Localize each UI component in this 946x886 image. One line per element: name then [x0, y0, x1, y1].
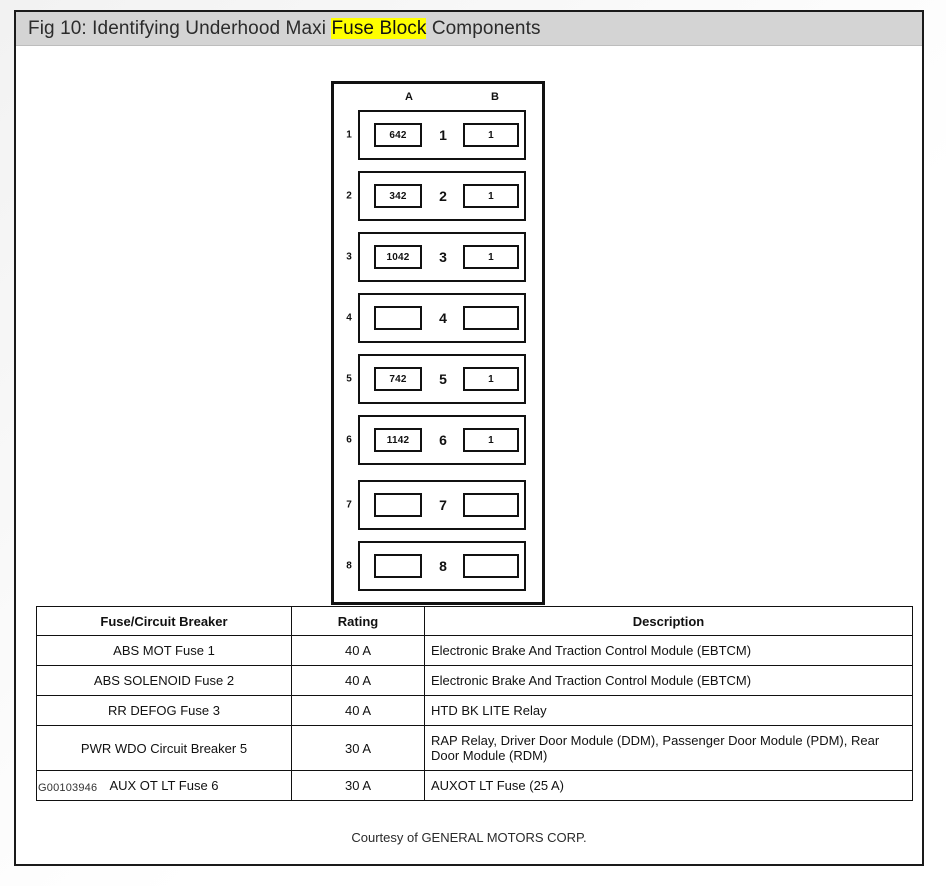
fuse-row-number: 6 — [346, 434, 352, 446]
figure-title-bar: Fig 10: Identifying Underhood Maxi Fuse … — [16, 12, 922, 46]
fuse-row: 2 342 2 1 — [334, 171, 542, 221]
fuse-slot-center: 8 — [439, 558, 447, 574]
fuse-slot-center: 3 — [439, 249, 447, 265]
cell-fuse-name: AUX OT LT Fuse 6 — [36, 770, 292, 801]
fuse-row: 7 7 — [334, 480, 542, 530]
fuse-slot-b — [463, 554, 519, 578]
fuse-row-number: 2 — [346, 190, 352, 202]
document-sheet: Fig 10: Identifying Underhood Maxi Fuse … — [14, 10, 924, 866]
title-highlight: Fuse Block — [331, 17, 427, 39]
cell-description: HTD BK LITE Relay — [424, 695, 913, 726]
fuse-block-diagram: A B 1 642 1 1 2 342 2 1 — [16, 46, 922, 606]
fuse-row: 4 4 — [334, 293, 542, 343]
fuse-slot-b: 1 — [463, 245, 519, 269]
fuse-slot-b: 1 — [463, 184, 519, 208]
table-header-row: Fuse/Circuit Breaker Rating Description — [36, 606, 913, 636]
fuse-slot-a: 1042 — [374, 245, 422, 269]
fuse-specification-table: Fuse/Circuit Breaker Rating Description … — [36, 606, 913, 801]
fuse-slot-b — [463, 493, 519, 517]
fuse-slot-center: 4 — [439, 310, 447, 326]
fuse-block-housing: A B 1 642 1 1 2 342 2 1 — [331, 81, 545, 605]
fuse-row: 5 742 5 1 — [334, 354, 542, 404]
cell-rating: 30 A — [291, 770, 425, 801]
page-title: Fig 10: Identifying Underhood Maxi Fuse … — [16, 17, 541, 40]
fuse-slot-a — [374, 306, 422, 330]
table-row: ABS SOLENOID Fuse 2 40 A Electronic Brak… — [36, 665, 913, 696]
column-header-rating: Rating — [291, 606, 425, 636]
cell-description: RAP Relay, Driver Door Module (DDM), Pas… — [424, 725, 913, 771]
cell-rating: 40 A — [291, 635, 425, 666]
fuse-row-capsule: 1042 3 1 — [358, 232, 526, 282]
fuse-slot-b — [463, 306, 519, 330]
fuse-row-capsule: 642 1 1 — [358, 110, 526, 160]
fuse-slot-b: 1 — [463, 428, 519, 452]
fuse-row-number: 3 — [346, 251, 352, 263]
figure-id-label: G00103946 — [38, 782, 98, 794]
courtesy-line: Courtesy of GENERAL MOTORS CORP. — [351, 830, 587, 845]
fuse-slot-b: 1 — [463, 367, 519, 391]
fuse-slot-center: 2 — [439, 188, 447, 204]
cell-fuse-name: RR DEFOG Fuse 3 — [36, 695, 292, 726]
fuse-slot-a: 642 — [374, 123, 422, 147]
fuse-row-number: 5 — [346, 373, 352, 385]
fuse-slot-a — [374, 493, 422, 517]
fuse-row-capsule: 1142 6 1 — [358, 415, 526, 465]
fuse-row-capsule: 7 — [358, 480, 526, 530]
title-prefix: Fig 10: Identifying Underhood Maxi — [28, 17, 332, 39]
cell-fuse-name: PWR WDO Circuit Breaker 5 — [36, 725, 292, 771]
fuse-slot-a: 342 — [374, 184, 422, 208]
cell-rating: 30 A — [291, 725, 425, 771]
table-row: RR DEFOG Fuse 3 40 A HTD BK LITE Relay — [36, 695, 913, 726]
fuse-row-number: 8 — [346, 560, 352, 572]
fuse-slot-center: 5 — [439, 371, 447, 387]
fuse-slot-a: 742 — [374, 367, 422, 391]
fuse-row-capsule: 4 — [358, 293, 526, 343]
fuse-row: 8 8 — [334, 541, 542, 591]
cell-rating: 40 A — [291, 695, 425, 726]
fuse-slot-center: 6 — [439, 432, 447, 448]
cell-description: Electronic Brake And Traction Control Mo… — [424, 635, 913, 666]
fuse-row: 1 642 1 1 — [334, 110, 542, 160]
fuse-slot-center: 1 — [439, 127, 447, 143]
fuse-row: 6 1142 6 1 — [334, 415, 542, 465]
fuse-row-number: 1 — [346, 129, 352, 141]
cell-fuse-name: ABS SOLENOID Fuse 2 — [36, 665, 292, 696]
table-row: AUX OT LT Fuse 6 30 A AUXOT LT Fuse (25 … — [36, 770, 913, 801]
column-header-description: Description — [424, 606, 913, 636]
cell-description: AUXOT LT Fuse (25 A) — [424, 770, 913, 801]
fuse-slot-b: 1 — [463, 123, 519, 147]
fuse-row-number: 7 — [346, 499, 352, 511]
cell-rating: 40 A — [291, 665, 425, 696]
title-suffix: Components — [426, 17, 541, 39]
cell-fuse-name: ABS MOT Fuse 1 — [36, 635, 292, 666]
fuse-row-capsule: 742 5 1 — [358, 354, 526, 404]
fuse-slot-center: 7 — [439, 497, 447, 513]
fuse-row-capsule: 342 2 1 — [358, 171, 526, 221]
table-row: PWR WDO Circuit Breaker 5 30 A RAP Relay… — [36, 725, 913, 771]
fuse-row: 3 1042 3 1 — [334, 232, 542, 282]
cell-description: Electronic Brake And Traction Control Mo… — [424, 665, 913, 696]
column-header-b: B — [491, 91, 499, 103]
fuse-row-capsule: 8 — [358, 541, 526, 591]
fuse-row-number: 4 — [346, 312, 352, 324]
fuse-slot-a — [374, 554, 422, 578]
column-header-fuse: Fuse/Circuit Breaker — [36, 606, 292, 636]
column-header-a: A — [405, 91, 413, 103]
table-row: ABS MOT Fuse 1 40 A Electronic Brake And… — [36, 635, 913, 666]
fuse-slot-a: 1142 — [374, 428, 422, 452]
